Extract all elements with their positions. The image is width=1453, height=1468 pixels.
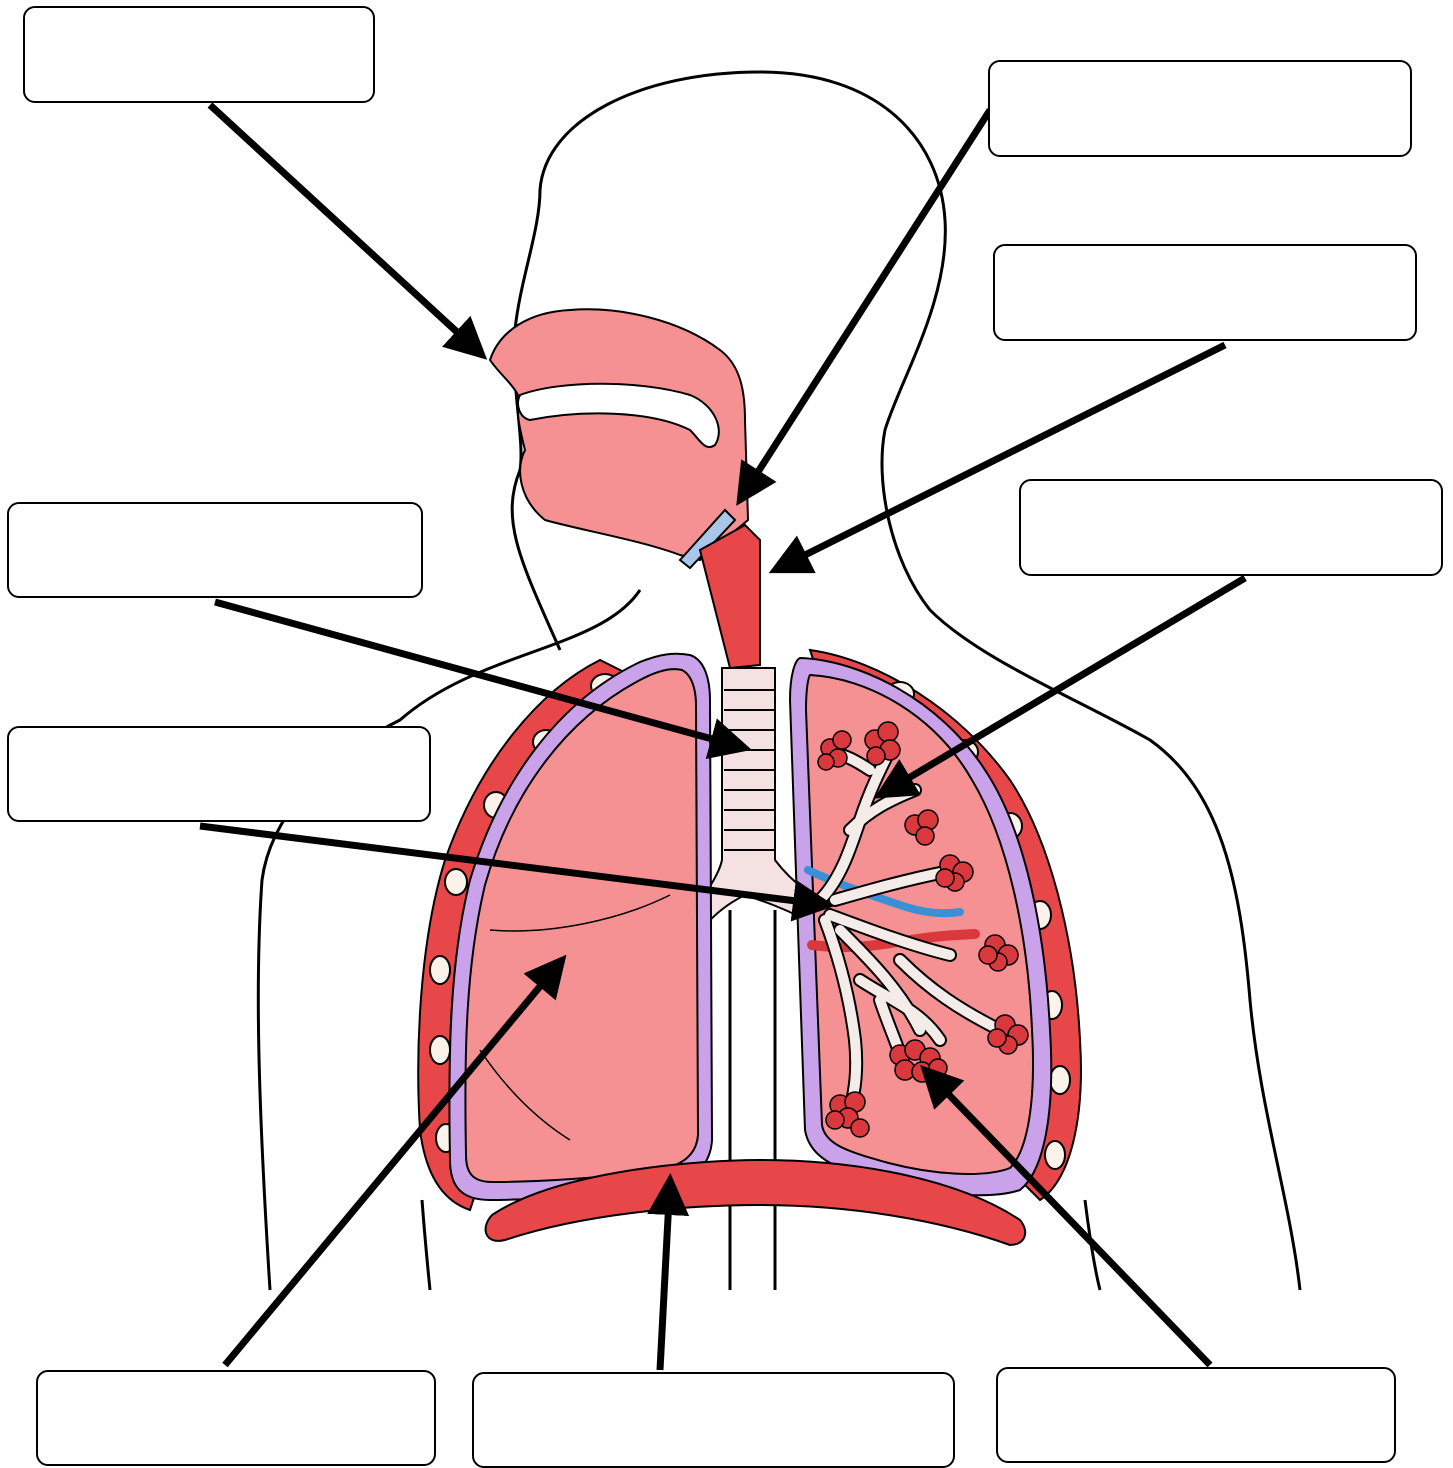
label-box-bronchiole[interactable]	[1019, 479, 1443, 576]
torso-inner-left	[422, 1200, 430, 1290]
label-box-bronchus[interactable]	[7, 726, 431, 822]
upper-airway	[490, 309, 760, 668]
label-box-diaphragm[interactable]	[472, 1372, 955, 1468]
arrow-nasal-cavity	[210, 105, 482, 355]
label-box-larynx[interactable]	[988, 60, 1412, 157]
lung-fill-left	[465, 669, 698, 1182]
label-box-lung[interactable]	[36, 1370, 436, 1466]
lung-left-view	[449, 654, 712, 1200]
esophagus	[700, 525, 760, 668]
label-box-esophagus[interactable]	[993, 244, 1417, 341]
label-box-alveoli[interactable]	[996, 1367, 1396, 1463]
label-box-nasal-cavity[interactable]	[23, 6, 375, 103]
arrow-larynx	[740, 110, 990, 500]
arrow-bronchiole	[880, 578, 1245, 795]
label-box-trachea[interactable]	[7, 502, 423, 598]
